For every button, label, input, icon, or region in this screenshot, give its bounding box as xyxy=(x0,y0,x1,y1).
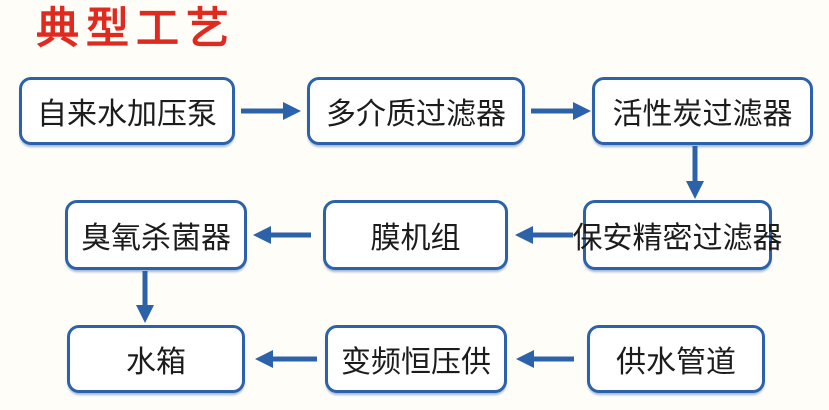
arrow-left-icon xyxy=(255,348,317,375)
node-water-tank: 水箱 xyxy=(67,325,245,393)
arrow-down-icon xyxy=(134,271,156,328)
node-label: 多介质过滤器 xyxy=(326,98,506,131)
arrow-left-icon xyxy=(253,224,311,251)
arrow-left-icon xyxy=(515,224,573,251)
node-label: 变频恒压供 xyxy=(341,346,491,379)
node-label: 水箱 xyxy=(126,346,186,379)
node-label: 活性炭过滤器 xyxy=(612,98,793,131)
node-water-supply-pipeline: 供水管道 xyxy=(587,325,765,393)
node-label: 保安精密过滤器 xyxy=(572,222,783,255)
node-label: 臭氧杀菌器 xyxy=(81,222,231,255)
node-ozone-sterilizer: 臭氧杀菌器 xyxy=(65,200,247,270)
node-multimedia-filter: 多介质过滤器 xyxy=(307,77,525,145)
node-security-precision-filter: 保安精密过滤器 xyxy=(573,200,783,270)
node-variable-frequency-constant-pressure-supply: 变频恒压供 xyxy=(325,325,507,393)
node-membrane-unit: 膜机组 xyxy=(323,200,508,270)
arrow-right-icon xyxy=(531,100,591,127)
arrow-right-icon xyxy=(241,100,301,127)
node-tap-water-pressure-pump: 自来水加压泵 xyxy=(19,77,235,145)
node-label: 自来水加压泵 xyxy=(37,98,217,131)
page-title: 典型工艺 xyxy=(36,5,236,53)
arrow-left-icon xyxy=(516,348,574,375)
arrow-down-icon xyxy=(684,146,706,204)
node-activated-carbon-filter: 活性炭过滤器 xyxy=(592,77,813,145)
node-label: 膜机组 xyxy=(370,222,461,255)
node-label: 供水管道 xyxy=(616,346,736,379)
